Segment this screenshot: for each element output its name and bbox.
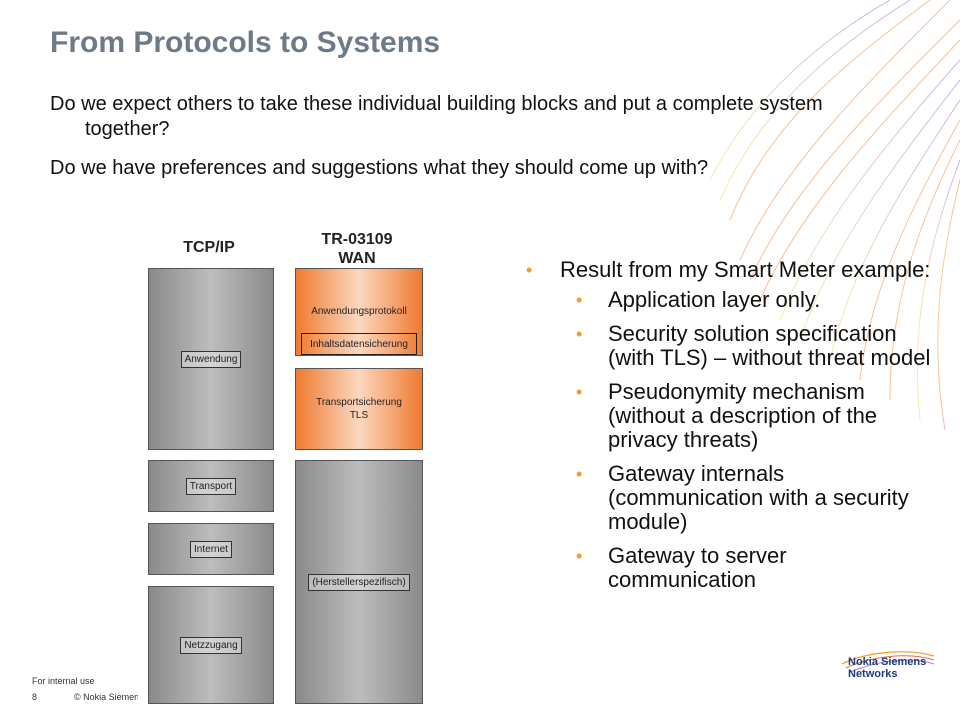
bullet-list: Result from my Smart Meter example: Appl… [518,258,938,602]
layer-transportsicherung: Transportsicherung TLS [295,368,423,450]
bullet-sub-5: Gateway to server communication [518,544,938,592]
brand-name: Nokia Siemens Networks [848,656,926,680]
layer-transportsicherung-label: Transportsicherung TLS [316,396,402,422]
slide-title: From Protocols to Systems [50,26,441,59]
tr03109-title-line1: TR-03109 [321,231,393,248]
question-1: Do we expect others to take these indivi… [50,93,823,140]
layer-anwendungsprotokoll: Anwendungsprotokoll Inhaltsdatensicherun… [295,268,423,356]
layer-anwendung-label: Anwendung [180,350,242,368]
bullet-sub-2: Security solution specification (with TL… [518,322,938,370]
protocol-stack-diagram: TCP/IP TR-03109 WAN Anwendung Transport … [140,222,440,712]
layer-herstellerspezifisch: (Herstellerspezifisch) [295,460,423,704]
layer-transport-label: Transport [185,477,237,495]
tcpip-column-title: TCP/IP [183,239,235,256]
layer-herstellerspezifisch-label: (Herstellerspezifisch) [308,573,410,591]
page-number: 8 [32,692,38,702]
footer-copyright: © Nokia Siemens Networks [74,692,138,702]
decorative-swirl-graphic [709,0,960,431]
bullet-sub-3: Pseudonymity mechanism (without a descri… [518,380,938,452]
bullet-main: Result from my Smart Meter example: [518,258,938,283]
bullet-sub-4: Gateway internals (communication with a … [518,462,938,534]
brand-swoosh-icon [841,651,935,673]
layer-netzzugang-label: Netzzugang [180,636,242,654]
brand-line1: Nokia Siemens [848,656,927,668]
layer-anwendungsprotokoll-label: Anwendungsprotokoll [311,306,407,317]
bullet-sub-1: Application layer only. [518,288,938,313]
layer-inhaltsdatensicherung: Inhaltsdatensicherung [301,333,417,355]
tr03109-column-title: TR-03109 WAN [292,230,422,268]
layer-netzzugang: Netzzugang [148,586,274,704]
layer-anwendung: Anwendung [148,268,274,450]
question-2: Do we have preferences and suggestions w… [50,157,709,179]
brand-line2: Networks [848,668,898,680]
tr03109-title-line2: WAN [338,250,376,267]
transportsicherung-line2: TLS [349,410,369,421]
transportsicherung-line1: Transportsicherung [316,397,402,408]
layer-internet: Internet [148,523,274,575]
footer-classification: For internal use [32,676,95,686]
layer-internet-label: Internet [190,540,232,558]
layer-transport: Transport [148,460,274,512]
layer-inhaltsdatensicherung-label: Inhaltsdatensicherung [310,338,408,350]
